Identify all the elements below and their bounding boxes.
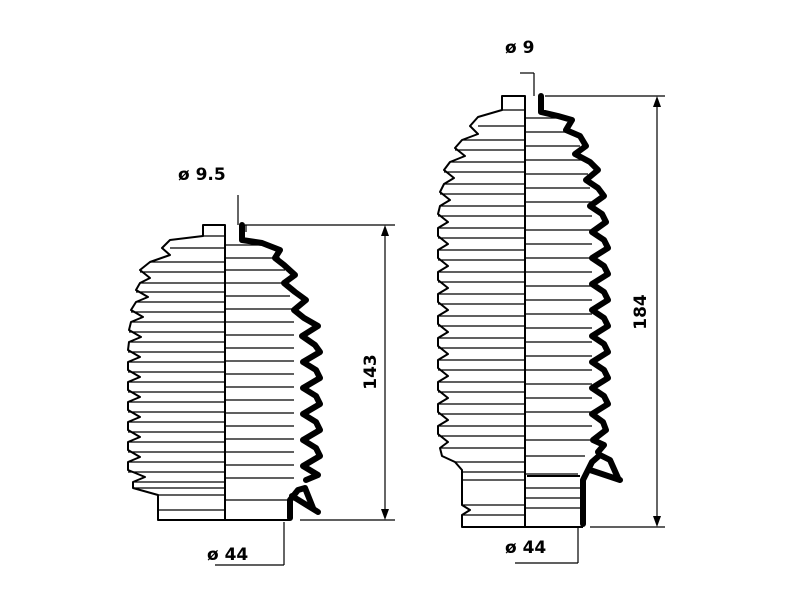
boot-right-length-dim: 184 (545, 95, 665, 528)
boot-right-ribs (438, 109, 525, 516)
boot-left (127, 222, 323, 521)
boot-right-length-label: 184 (631, 294, 651, 330)
boot-right-clamp-lip (580, 452, 621, 527)
boot-left-clamp-edge (289, 493, 321, 515)
boot-right-bottom-diameter-label: ø 44 (505, 538, 546, 558)
boot-right-section-wall (538, 93, 611, 455)
boot-left-clamp-lip (287, 485, 316, 521)
boot-left-length-label: 143 (361, 354, 381, 390)
boot-right-section-ribs (525, 117, 592, 509)
boot-left-outline (127, 224, 226, 521)
boot-right-clamp-edge (587, 467, 623, 483)
boot-left-top-diameter-dim: ø 9.5 (178, 165, 247, 232)
boot-right-top-diameter-dim: ø 9 (505, 38, 535, 96)
boot-left-bottom-diameter-dim: ø 44 (207, 522, 285, 566)
boot-right-bottom-diameter-dim: ø 44 (505, 528, 579, 564)
boot-left-bottom-diameter-label: ø 44 (207, 545, 248, 565)
boot-right-outline (437, 95, 526, 528)
boot-left-top-diameter-label: ø 9.5 (178, 165, 226, 185)
boot-left-section-ribs (225, 244, 294, 501)
boot-left-length-dim: 143 (245, 224, 395, 521)
boot-left-ribs (128, 235, 225, 511)
boot-right-top-diameter-label: ø 9 (505, 38, 534, 58)
boot-right (437, 93, 623, 528)
boot-left-section-wall (239, 222, 323, 483)
